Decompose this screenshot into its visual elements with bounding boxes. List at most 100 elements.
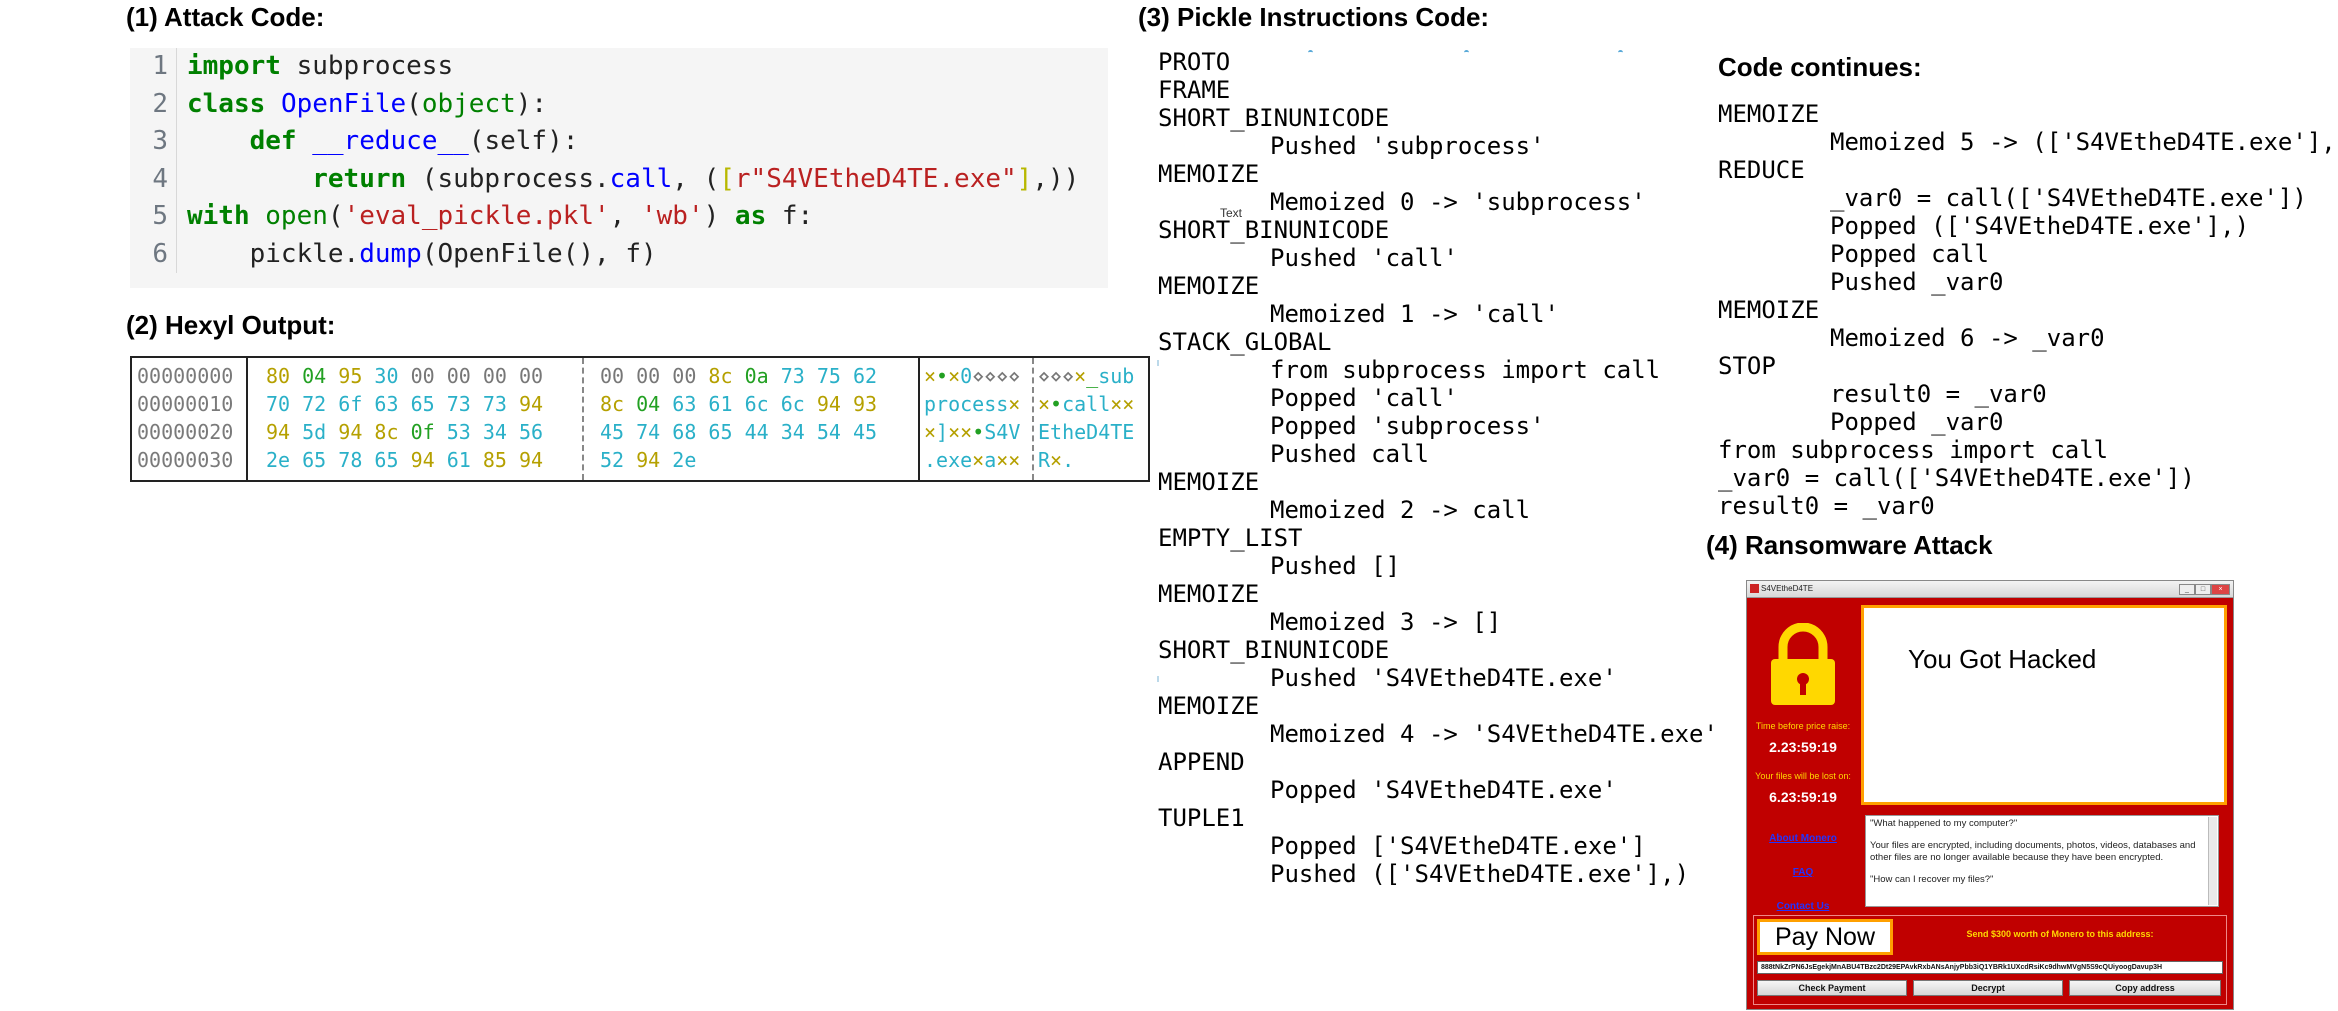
- hexyl-char: ×: [1038, 392, 1051, 416]
- pickle-detail-line: Popped call: [1830, 240, 1989, 268]
- note-scrollbar[interactable]: [2208, 817, 2217, 905]
- hexyl-byte: 6c: [780, 392, 805, 416]
- keyword: as: [734, 201, 767, 231]
- indent: [187, 164, 312, 194]
- pickle-detail-line: Popped 'S4VEtheD4TE.exe': [1270, 776, 1617, 804]
- hexyl-byte: 30: [374, 364, 399, 388]
- hexyl-ascii-row: ×•call××: [1038, 390, 1134, 418]
- code-text: pickle.: [249, 238, 360, 269]
- hexyl-byte: 80: [266, 364, 291, 388]
- price-raise-label: Time before price raise:: [1755, 721, 1851, 731]
- keyword: with: [187, 201, 250, 231]
- hexyl-char: S4V: [984, 420, 1021, 444]
- pay-now-button[interactable]: Pay Now: [1757, 919, 1893, 955]
- pickle-opcode-line: MEMOIZE: [1158, 580, 1260, 608]
- pickle-detail-line: Pushed (['S4VEtheD4TE.exe'],): [1270, 860, 1690, 888]
- code-text: (subprocess.: [406, 163, 610, 194]
- string-literal: 'eval_pickle.pkl': [343, 201, 610, 231]
- minimize-icon[interactable]: _: [2179, 584, 2195, 595]
- hexyl-byte: 63: [374, 392, 399, 416]
- hexyl-byte: 62: [852, 364, 878, 388]
- hexyl-char: ×: [1050, 448, 1063, 472]
- decrypt-button[interactable]: Decrypt: [1913, 980, 2063, 996]
- hexyl-separator: [918, 358, 920, 480]
- pickle-opcode-line: TUPLE1: [1158, 804, 1245, 832]
- code-line: 6 pickle.dump(OpenFile(), f): [130, 235, 1108, 273]
- indent: [187, 239, 250, 269]
- code-text: f:: [766, 201, 814, 231]
- hexyl-byte: 94: [636, 448, 661, 472]
- pickle-detail-line: Popped 'subprocess': [1270, 412, 1545, 440]
- pickle-opcode-line: STACK_GLOBAL: [1158, 328, 1332, 356]
- hexyl-byte: 93: [852, 392, 878, 416]
- files-lost-label: Your files will be lost on:: [1755, 771, 1851, 781]
- ransom-note-textbox[interactable]: "What happened to my computer?" Your fil…: [1865, 815, 2219, 907]
- hexyl-offset: 00000020: [137, 420, 234, 444]
- hexyl-hex-row: 52 94 2e: [600, 446, 877, 474]
- hexyl-char: .: [1062, 448, 1075, 472]
- hexyl-byte: 68: [672, 420, 697, 444]
- hexyl-char: _: [1086, 364, 1099, 388]
- about-monero-link[interactable]: About Monero: [1769, 833, 1837, 844]
- hexyl-hex-row: 2e 65 78 65 94 61 85 94: [266, 446, 543, 474]
- pickle-detail-line: Memoized 6 -> _var0: [1830, 324, 2105, 352]
- hexyl-byte: 78: [338, 448, 363, 472]
- window-titlebar: S4VEtheD4TE _ □ ×: [1747, 581, 2233, 598]
- selection-handle-icon: [1464, 50, 1469, 55]
- keyword: class: [187, 88, 266, 119]
- pickle-detail-line: from subprocess import call: [1270, 356, 1661, 384]
- copy-address-button[interactable]: Copy address: [2069, 980, 2221, 996]
- hexyl-byte: 34: [780, 420, 805, 444]
- code-text: (: [406, 88, 422, 119]
- hexyl-byte: 53: [446, 420, 471, 444]
- hexyl-ascii-row: R×.: [1038, 446, 1134, 474]
- hexyl-byte: 6c: [744, 392, 769, 416]
- hexyl-char: ×: [948, 364, 961, 388]
- hexyl-byte: 63: [672, 392, 697, 416]
- selection-handle-icon: [1618, 50, 1623, 55]
- monero-address-field[interactable]: 888tNkZrPN6JsEgekjMnABU4TBzc2Dt29EPAvkRx…: [1757, 961, 2223, 974]
- class-name: OpenFile: [280, 88, 407, 119]
- code-text: ,)): [1032, 163, 1080, 194]
- app-icon: [1750, 584, 1759, 593]
- hexyl-char: ××: [996, 448, 1021, 472]
- hexyl-ascii-row: ⋄⋄⋄×_sub: [1038, 362, 1134, 390]
- hexyl-byte: 04: [302, 364, 327, 388]
- hexyl-byte: 65: [708, 420, 733, 444]
- line-number: 6: [130, 235, 177, 273]
- hexyl-char: ××: [1110, 392, 1135, 416]
- faq-link[interactable]: FAQ: [1792, 867, 1814, 878]
- hexyl-hex-row: 45 74 68 65 44 34 54 45: [600, 418, 877, 446]
- pickle-opcode-line: MEMOIZE: [1158, 468, 1260, 496]
- hexyl-ascii-row: ×]××•S4V: [924, 418, 1020, 446]
- hexyl-byte: 94: [518, 448, 544, 472]
- pickle-detail-line: Popped 'call': [1270, 384, 1458, 412]
- hexyl-offset: 00000000: [137, 364, 234, 388]
- code-text: (: [327, 201, 344, 231]
- close-icon[interactable]: ×: [2211, 584, 2230, 595]
- hexyl-char: ×: [924, 364, 937, 388]
- check-payment-button[interactable]: Check Payment: [1757, 980, 1907, 996]
- pickle-detail-line: Memoized 5 -> (['S4VEtheD4TE.exe'],): [1830, 128, 2338, 156]
- contact-us-link[interactable]: Contact Us: [1776, 901, 1830, 912]
- builtin: open: [265, 201, 328, 231]
- hexyl-char: ×: [1074, 364, 1087, 388]
- hexyl-byte: 94: [266, 420, 291, 444]
- hexyl-byte: 73: [482, 392, 507, 416]
- hexyl-byte: 65: [302, 448, 327, 472]
- hexyl-byte: 75: [816, 364, 841, 388]
- selection-handle-icon: [1308, 50, 1313, 55]
- hexyl-byte: 94: [338, 420, 363, 444]
- code-text: ):: [515, 88, 548, 119]
- maximize-icon[interactable]: □: [2195, 584, 2211, 595]
- ransom-left-panel: Time before price raise: 2.23:59:19 Your…: [1747, 597, 1859, 912]
- code-text: ): [703, 201, 735, 231]
- note-question-1: "What happened to my computer?": [1870, 818, 2018, 829]
- hexyl-byte: 6f: [338, 392, 363, 416]
- ransomware-window: S4VEtheD4TE _ □ × Time before price rais…: [1746, 580, 2234, 1010]
